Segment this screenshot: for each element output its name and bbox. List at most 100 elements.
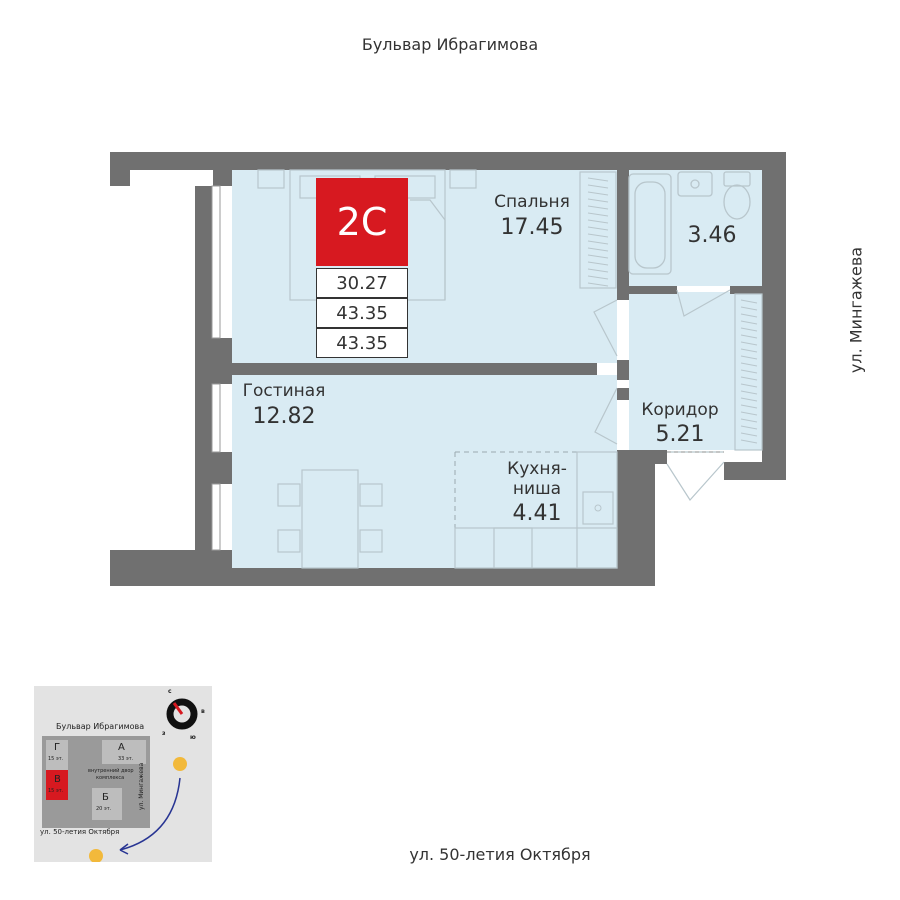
corridor-wardrobe-icon <box>734 293 763 451</box>
building-a-floors: 33 эт. <box>118 756 134 762</box>
wardrobe-hatch-line <box>587 219 609 224</box>
bathroom-floor <box>629 170 762 286</box>
total-area-box: 43.35 <box>316 298 408 328</box>
kitchen-area: 4.41 <box>513 501 562 526</box>
wardrobe-hatch-line <box>587 240 609 245</box>
wall-bath-left <box>617 170 629 300</box>
building-a-letter: А <box>118 742 125 753</box>
window-2 <box>211 383 221 453</box>
sun-icon-bottom <box>89 849 103 862</box>
building-g <box>46 740 68 770</box>
wardrobe-hatch-line <box>587 212 609 217</box>
wall-middle <box>232 363 597 375</box>
wardrobe-hatch-line <box>740 404 758 409</box>
wall-top <box>110 152 786 170</box>
street-label-bottom: ул. 50-летия Октября <box>409 845 591 864</box>
window-3 <box>211 483 221 551</box>
site-map-street-bottom: ул. 50-летия Октября <box>40 828 120 836</box>
compass-east: в <box>201 708 205 715</box>
bathtub-icon <box>628 173 672 275</box>
wardrobe-hatch-line <box>587 282 609 287</box>
living-floor <box>232 375 617 568</box>
wall-right <box>762 170 786 480</box>
wardrobe-hatch-line <box>740 306 758 311</box>
building-a <box>102 740 146 764</box>
bedroom-name: Спальня <box>494 192 570 212</box>
wardrobe-hatch-line <box>740 376 758 381</box>
wardrobe-hatch-line <box>740 334 758 339</box>
wardrobe-hatch-line <box>740 362 758 367</box>
building-g-letter: Г <box>54 742 61 753</box>
dining-table-icon <box>277 469 383 569</box>
wardrobe-hatch-line <box>587 184 609 189</box>
room-fills <box>232 170 762 568</box>
bedroom-door-icon <box>593 299 618 357</box>
wall-corridor-bottom <box>629 450 667 464</box>
kitchen-name-line1: Кухня- <box>507 459 567 479</box>
kitchen-name-line2: ниша <box>513 479 561 499</box>
building-v <box>46 770 68 800</box>
wardrobe-hatch-line <box>740 355 758 360</box>
wardrobe-hatch-line <box>587 275 609 280</box>
wardrobe-hatch-line <box>740 369 758 374</box>
site-map: Бульвар Ибрагимова Г 15 эт. А 33 эт. В 1… <box>34 686 212 862</box>
building-b-letter: Б <box>102 792 109 803</box>
total-area-box-2: 43.35 <box>316 328 408 358</box>
bathroom-area: 3.46 <box>688 223 737 248</box>
nightstand-icons <box>257 169 477 189</box>
courtyard-line2: комплекса <box>96 775 125 781</box>
wardrobe-hatch-line <box>587 177 609 182</box>
living-name: Гостиная <box>243 381 326 401</box>
entrance-door-icon <box>666 451 725 501</box>
wall-bottom <box>110 568 655 586</box>
courtyard-line1: внутренний двор <box>88 768 134 774</box>
wall-left-upper <box>213 170 232 186</box>
wardrobe-hatch-line <box>740 341 758 346</box>
wardrobe-hatch-line <box>587 261 609 266</box>
building-g-floors: 15 эт. <box>48 756 64 762</box>
sink-icon <box>677 171 713 197</box>
stove-icon <box>493 527 533 569</box>
wall-left-pier-1 <box>198 338 232 384</box>
wardrobe-hatch-line <box>587 205 609 210</box>
wall-top-left-stub <box>110 152 130 186</box>
wardrobe-hatch-line <box>587 268 609 273</box>
living-area: 12.82 <box>253 404 316 429</box>
compass-ring <box>166 698 198 730</box>
wardrobe-hatch-line <box>740 348 758 353</box>
wardrobe-hatch-line <box>587 254 609 259</box>
kitchen-counter-right <box>576 451 618 569</box>
kitchen-niche <box>454 451 618 569</box>
bathroom-fixtures <box>628 171 751 275</box>
wall-corridor-left <box>617 388 629 400</box>
living-area-box: 30.27 <box>316 268 408 298</box>
wardrobe-hatch-line <box>740 327 758 332</box>
corridor-floor <box>629 292 762 450</box>
wardrobe-hatch-line <box>587 191 609 196</box>
toilet-icon <box>723 171 751 187</box>
courtyard <box>70 764 146 786</box>
wardrobe-hatch-line <box>587 247 609 252</box>
building-b-floors: 20 эт. <box>96 806 112 812</box>
apartment-type-badge: 2С <box>316 178 408 266</box>
street-label-top: Бульвар Ибрагимова <box>361 35 539 54</box>
wardrobe-hatch-line <box>740 397 758 402</box>
wardrobe-hatch-line <box>740 439 758 444</box>
compass-north: с <box>168 688 172 695</box>
sun-icon-top <box>173 757 187 771</box>
bedroom-wardrobe-icon <box>579 171 617 289</box>
site-map-drawing <box>42 698 198 862</box>
window-1 <box>211 185 221 339</box>
wardrobe-hatch-line <box>740 383 758 388</box>
wall-right-lower <box>617 450 655 586</box>
site-map-street-top: Бульвар Ибрагимова <box>56 722 145 731</box>
building-b <box>92 788 122 820</box>
wall-bath-bottom <box>617 286 677 294</box>
wardrobe-hatch-line <box>740 411 758 416</box>
wardrobe-hatch-line <box>587 226 609 231</box>
wall-bath-bottom-right <box>730 286 770 294</box>
bedroom-floor <box>232 170 617 363</box>
corridor-area: 5.21 <box>656 422 705 447</box>
compass-west: з <box>162 730 166 737</box>
